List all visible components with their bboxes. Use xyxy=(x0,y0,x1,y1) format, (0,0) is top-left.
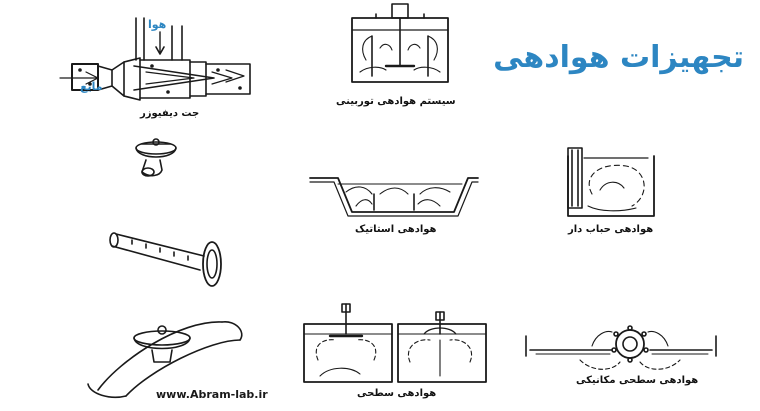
turbine-system-caption: سیستم هوادهی توربینی xyxy=(336,96,456,107)
bubble-aeration-caption: هوادهی حباب دار xyxy=(568,224,654,235)
mechanical-surface-illustration xyxy=(525,325,717,370)
mechanical-surface-caption: هوادهی سطحی مکانیکی xyxy=(576,375,699,386)
air-label: هوا xyxy=(148,18,167,31)
tube-diffuser-illustration xyxy=(109,232,222,287)
website-watermark: www.Abram-lab.ir xyxy=(156,388,268,401)
turbine-system-illustration xyxy=(351,3,449,83)
surface-aeration-caption: هوادهی سطحی xyxy=(357,388,437,399)
page-title: تجهیزات هوادهی xyxy=(493,40,744,75)
static-aeration-caption: هوادهی استاتیک xyxy=(355,224,437,235)
static-aeration-illustration xyxy=(309,177,479,217)
bubble-aeration-illustration xyxy=(567,147,655,217)
dome-diffuser-illustration xyxy=(135,138,177,177)
liquid-label: مایع xyxy=(80,80,103,93)
disc-diffuser-illustration xyxy=(87,321,243,399)
jet-diffuser-caption: جت دیفیوزر xyxy=(140,108,200,119)
jet-diffuser-illustration xyxy=(59,17,251,101)
surface-aeration-illustration xyxy=(303,303,487,383)
